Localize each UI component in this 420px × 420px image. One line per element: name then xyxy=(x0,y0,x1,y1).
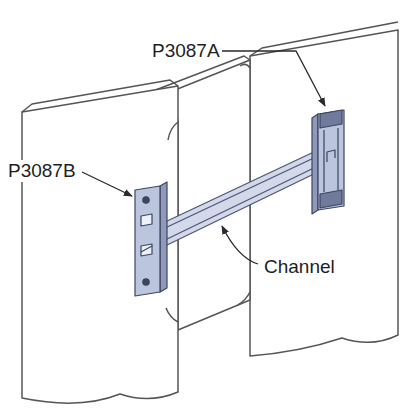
part-label: P3087B xyxy=(6,160,78,182)
left-flange-edge xyxy=(22,80,178,112)
leader-line xyxy=(222,226,258,264)
clip-a-tab xyxy=(327,150,335,162)
clip-b-slot xyxy=(141,214,152,226)
clip-a-groove xyxy=(324,128,338,192)
clip-b-slot xyxy=(141,244,152,256)
clip-b-hole xyxy=(143,197,149,203)
clip-b-side xyxy=(160,182,167,292)
part-label: P3087A xyxy=(150,40,222,62)
clip-a-roller xyxy=(320,110,342,128)
clip-a xyxy=(312,110,344,214)
leader-line xyxy=(82,172,132,196)
leader-line xyxy=(222,51,325,106)
left-flange xyxy=(22,86,178,403)
clip-a-side xyxy=(312,114,318,214)
part-label: Channel xyxy=(262,256,337,278)
clip-b-plate xyxy=(135,186,160,296)
channel-strut xyxy=(165,150,318,246)
clip-b-slot-mark xyxy=(141,246,152,252)
clip-a-roller xyxy=(320,190,342,208)
clip-b-hole xyxy=(143,279,149,285)
clip-b xyxy=(135,182,167,296)
channel-lip xyxy=(165,156,318,240)
clip-a-plate xyxy=(318,110,344,210)
